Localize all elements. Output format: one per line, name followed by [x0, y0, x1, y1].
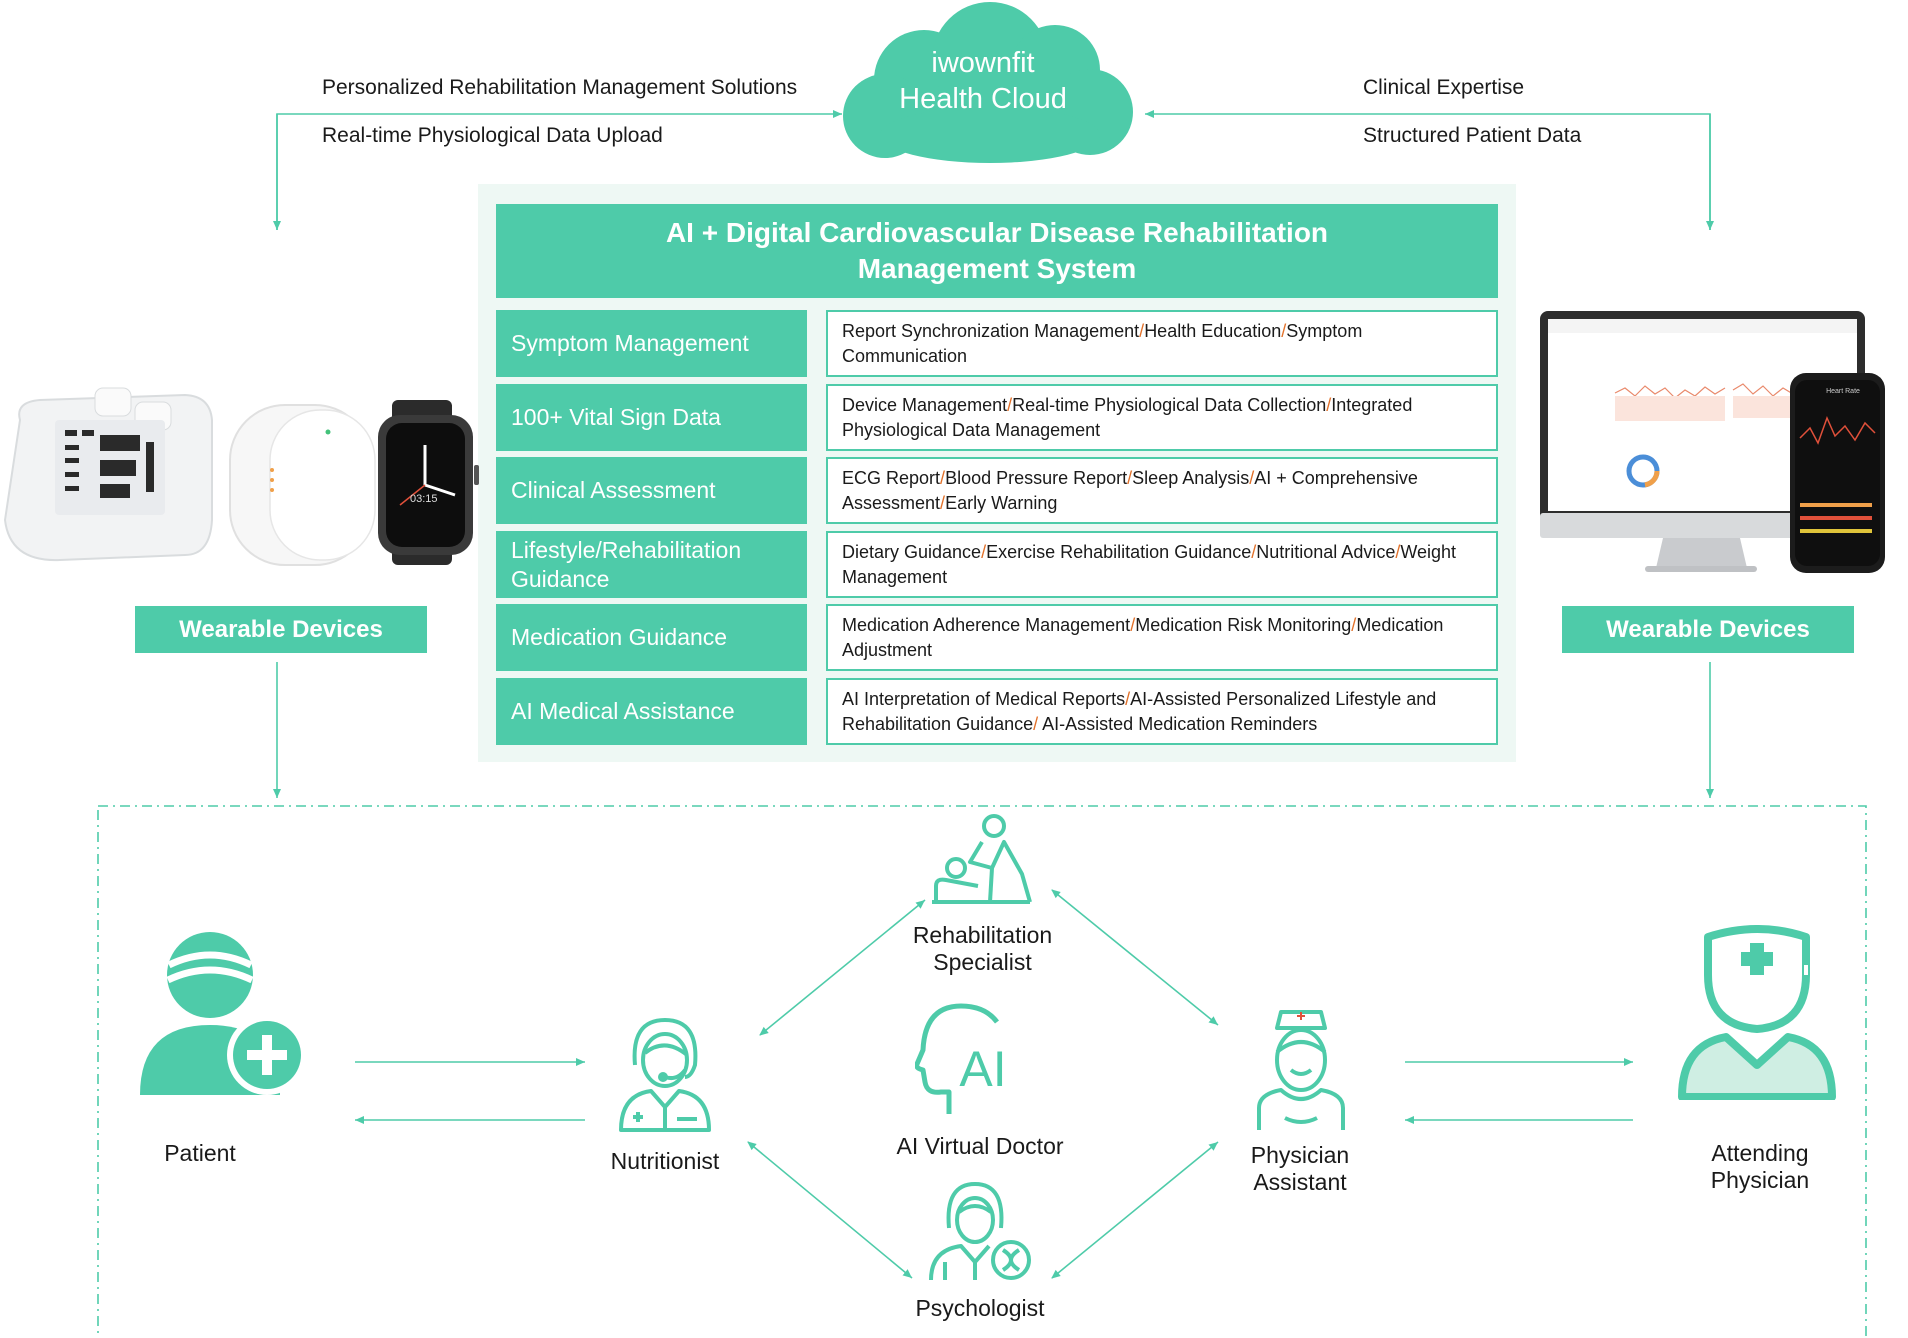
device-photos-right: Heart Rate: [1540, 311, 1885, 573]
psychologist-icon: [929, 1182, 1031, 1281]
module-description: Medication Adherence Management/Medicati…: [826, 604, 1498, 671]
cloud-title-line2: Health Cloud: [899, 83, 1067, 115]
health-cloud-shape: [843, 2, 1133, 163]
module-item: Device Management: [842, 395, 1008, 415]
module-item: Symptom Communication: [842, 321, 1363, 366]
module-label: 100+ Vital Sign Data: [496, 384, 807, 451]
ai-virtual-doctor-icon: AI: [915, 1003, 1007, 1114]
watch-time-display: 03:15: [410, 493, 438, 505]
ai-glyph: AI: [959, 1041, 1006, 1097]
item-separator: /: [1125, 689, 1131, 709]
patient-icon: [140, 932, 307, 1095]
module-item: AI-Assisted Medication Reminders: [1038, 714, 1318, 734]
item-separator: /: [1281, 321, 1287, 341]
rehabilitation-specialist-label: Rehabilitation Specialist: [895, 922, 1070, 976]
module-label: Clinical Assessment: [496, 457, 807, 524]
module-description: Dietary Guidance/Exercise Rehabilitation…: [826, 531, 1498, 598]
item-separator: /: [1251, 542, 1257, 562]
cloud-title-line1: iwownfit: [931, 47, 1035, 79]
module-item: Medication Adjustment: [842, 615, 1444, 660]
rehab-label-line2: Specialist: [933, 949, 1032, 975]
item-separator: /: [940, 468, 946, 488]
item-separator: /: [940, 493, 946, 513]
module-item: Weight Management: [842, 542, 1457, 587]
module-description: Device Management/Real-time Physiologica…: [826, 384, 1498, 451]
nutritionist-icon: [619, 1018, 711, 1132]
device-photos-left: 03:15: [3, 387, 479, 566]
care-team-area: [97, 805, 1867, 1338]
item-separator: /: [1351, 615, 1357, 635]
module-item: Medication Adherence Management: [842, 615, 1131, 635]
module-label: Lifestyle/Rehabilitation Guidance: [496, 531, 807, 598]
module-item: Real-time Physiological Data Collection: [1012, 395, 1327, 415]
smartwatch-icon: [378, 400, 479, 565]
wearable-devices-label-right: Wearable Devices: [1562, 606, 1854, 653]
module-description: Report Synchronization Management/Health…: [826, 310, 1498, 377]
item-separator: /: [1139, 321, 1145, 341]
physician-assistant-line1: Physician: [1250, 1142, 1350, 1168]
attending-physician-label: Attending Physician: [1680, 1140, 1840, 1194]
module-label: Medication Guidance: [496, 604, 807, 671]
module-item: Health Education: [1144, 321, 1282, 341]
module-item: Integrated Physiological Data Management: [842, 395, 1413, 440]
physician-assistant-label: Physician Assistant: [1225, 1142, 1375, 1196]
blood-pressure-monitor-icon: [3, 387, 213, 562]
cloud-flow-lines: [273, 110, 1714, 798]
item-separator: /: [1033, 714, 1039, 734]
item-separator: /: [1326, 395, 1332, 415]
system-title-line1: AI + Digital Cardiovascular Disease Reha…: [665, 217, 1329, 248]
rehabilitation-specialist-icon: [932, 814, 1032, 904]
desktop-monitor-icon: [1540, 311, 1865, 572]
module-item: Nutritional Advice: [1256, 542, 1396, 562]
module-item: Blood Pressure Report: [945, 468, 1128, 488]
system-title-line2: Management System: [857, 253, 1137, 284]
physician-assistant-line2: Assistant: [1253, 1169, 1347, 1195]
phone-header-text: Heart Rate: [1826, 388, 1860, 395]
module-description: AI Interpretation of Medical Reports/AI-…: [826, 678, 1498, 745]
wearable-devices-label-left: Wearable Devices: [135, 606, 427, 653]
item-separator: /: [1130, 615, 1136, 635]
module-item: AI Interpretation of Medical Reports: [842, 689, 1126, 709]
role-arrows: [355, 889, 1633, 1279]
module-item: AI + Comprehensive Assessment: [842, 468, 1418, 513]
ai-virtual-doctor-label: AI Virtual Doctor: [896, 1133, 1064, 1159]
module-item: Report Synchronization Management: [842, 321, 1140, 341]
module-label: Symptom Management: [496, 310, 807, 377]
module-item: Exercise Rehabilitation Guidance: [986, 542, 1252, 562]
health-cloud: iwownfit Health Cloud: [848, 45, 1118, 117]
smartphone-icon: [1790, 373, 1885, 573]
psychologist-label: Psychologist: [915, 1295, 1045, 1321]
module-item: Dietary Guidance: [842, 542, 982, 562]
flow-label-data-upload: Real-time Physiological Data Upload: [322, 124, 663, 147]
module-item: Medication Risk Monitoring: [1135, 615, 1352, 635]
attending-line1: Attending: [1711, 1140, 1809, 1166]
physician-assistant-icon: [1257, 1010, 1345, 1130]
item-separator: /: [1127, 468, 1133, 488]
item-separator: /: [1395, 542, 1401, 562]
rehab-label-line1: Rehabilitation: [912, 922, 1053, 948]
nutritionist-label: Nutritionist: [610, 1148, 720, 1174]
module-description: ECG Report/Blood Pressure Report/Sleep A…: [826, 457, 1498, 524]
module-item: Early Warning: [945, 493, 1058, 513]
attending-physician-icon: [1678, 925, 1836, 1100]
flow-label-clinical-expertise: Clinical Expertise: [1363, 76, 1525, 99]
item-separator: /: [1007, 395, 1013, 415]
module-item: ECG Report: [842, 468, 941, 488]
flow-label-solutions: Personalized Rehabilitation Management S…: [322, 76, 798, 99]
flow-label-structured-data: Structured Patient Data: [1363, 124, 1582, 147]
item-separator: /: [1249, 468, 1255, 488]
item-separator: /: [981, 542, 987, 562]
attending-line2: Physician: [1710, 1167, 1810, 1193]
module-item: Sleep Analysis: [1132, 468, 1250, 488]
ecg-patch-icon: [229, 404, 376, 566]
module-label: AI Medical Assistance: [496, 678, 807, 745]
system-title: AI + Digital Cardiovascular Disease Reha…: [496, 204, 1498, 298]
patient-label: Patient: [164, 1140, 236, 1166]
module-item: AI-Assisted Personalized Lifestyle and R…: [842, 689, 1437, 734]
